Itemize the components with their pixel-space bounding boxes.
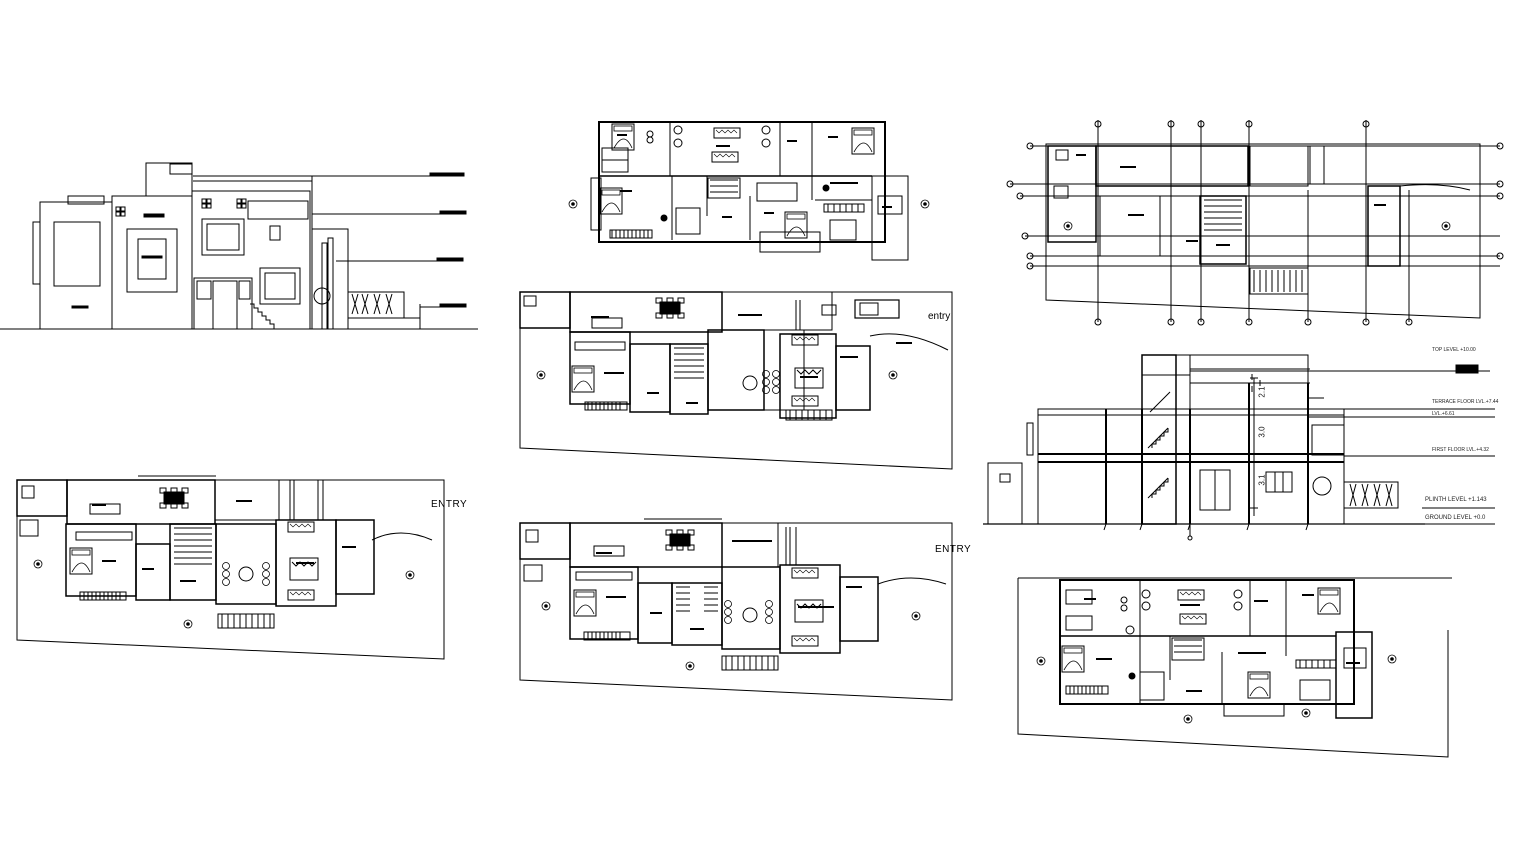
second-floor-plan <box>568 121 930 261</box>
section <box>983 354 1495 541</box>
roof-plan <box>1006 120 1504 326</box>
ground-floor-plan-middle <box>519 518 953 701</box>
section-dim-1: 2.1 <box>1257 386 1267 398</box>
section-level-ground: GROUND LEVEL +0.0 <box>1425 515 1486 521</box>
entry-label-left: ENTRY <box>431 499 468 510</box>
front-elevation <box>0 162 478 330</box>
room-label-marks <box>92 134 1386 692</box>
section-level-top: TOP LEVEL +10.00 <box>1432 347 1476 353</box>
entry-label-middle: ENTRY <box>935 544 972 555</box>
section-level-plinth: PLINTH LEVEL +1.143 <box>1425 497 1487 503</box>
entry-label-upper: entry <box>928 311 951 322</box>
ground-floor-plan-upper <box>519 291 953 470</box>
section-level-first: FIRST FLOOR LVL.+4.32 <box>1432 447 1489 453</box>
section-dim-2: 3.0 <box>1257 426 1267 438</box>
section-level-mid: LVL.+6.61 <box>1432 411 1455 417</box>
ground-floor-plan-left <box>16 475 445 660</box>
section-level-terrace: TERRACE FLOOR LVL.+7.44 <box>1432 399 1499 405</box>
first-floor-plan <box>1017 577 1452 758</box>
section-dim-3: 3.1 <box>1257 474 1267 486</box>
